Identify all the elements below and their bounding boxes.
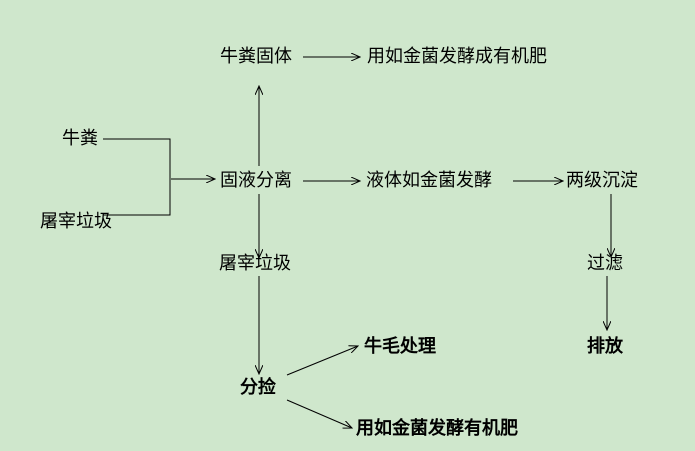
arrow-sorting-to-fertilizer [286,399,352,428]
node-organic-fertilizer-2: 用如金菌发酵有机肥 [356,418,518,439]
node-solid-liquid-separation: 固液分离 [220,170,292,191]
node-cow-dung: 牛粪 [62,128,98,149]
node-filtration: 过滤 [587,253,623,274]
node-two-stage-settling: 两级沉淀 [566,170,638,191]
node-liquid-fermentation: 液体如金菌发酵 [366,170,492,191]
node-cow-dung-solid: 牛粪固体 [220,46,292,67]
node-organic-fertilizer-1: 用如金菌发酵成有机肥 [367,46,547,67]
arrow-sorting-to-hair [286,346,358,376]
node-discharge: 排放 [587,336,623,357]
node-slaughter-waste: 屠宰垃圾 [219,253,291,274]
node-sorting: 分捡 [240,377,276,398]
bracket-line [103,138,171,216]
node-slaughter-waste-input: 屠宰垃圾 [40,211,112,232]
node-cow-hair-treatment: 牛毛处理 [364,336,436,357]
